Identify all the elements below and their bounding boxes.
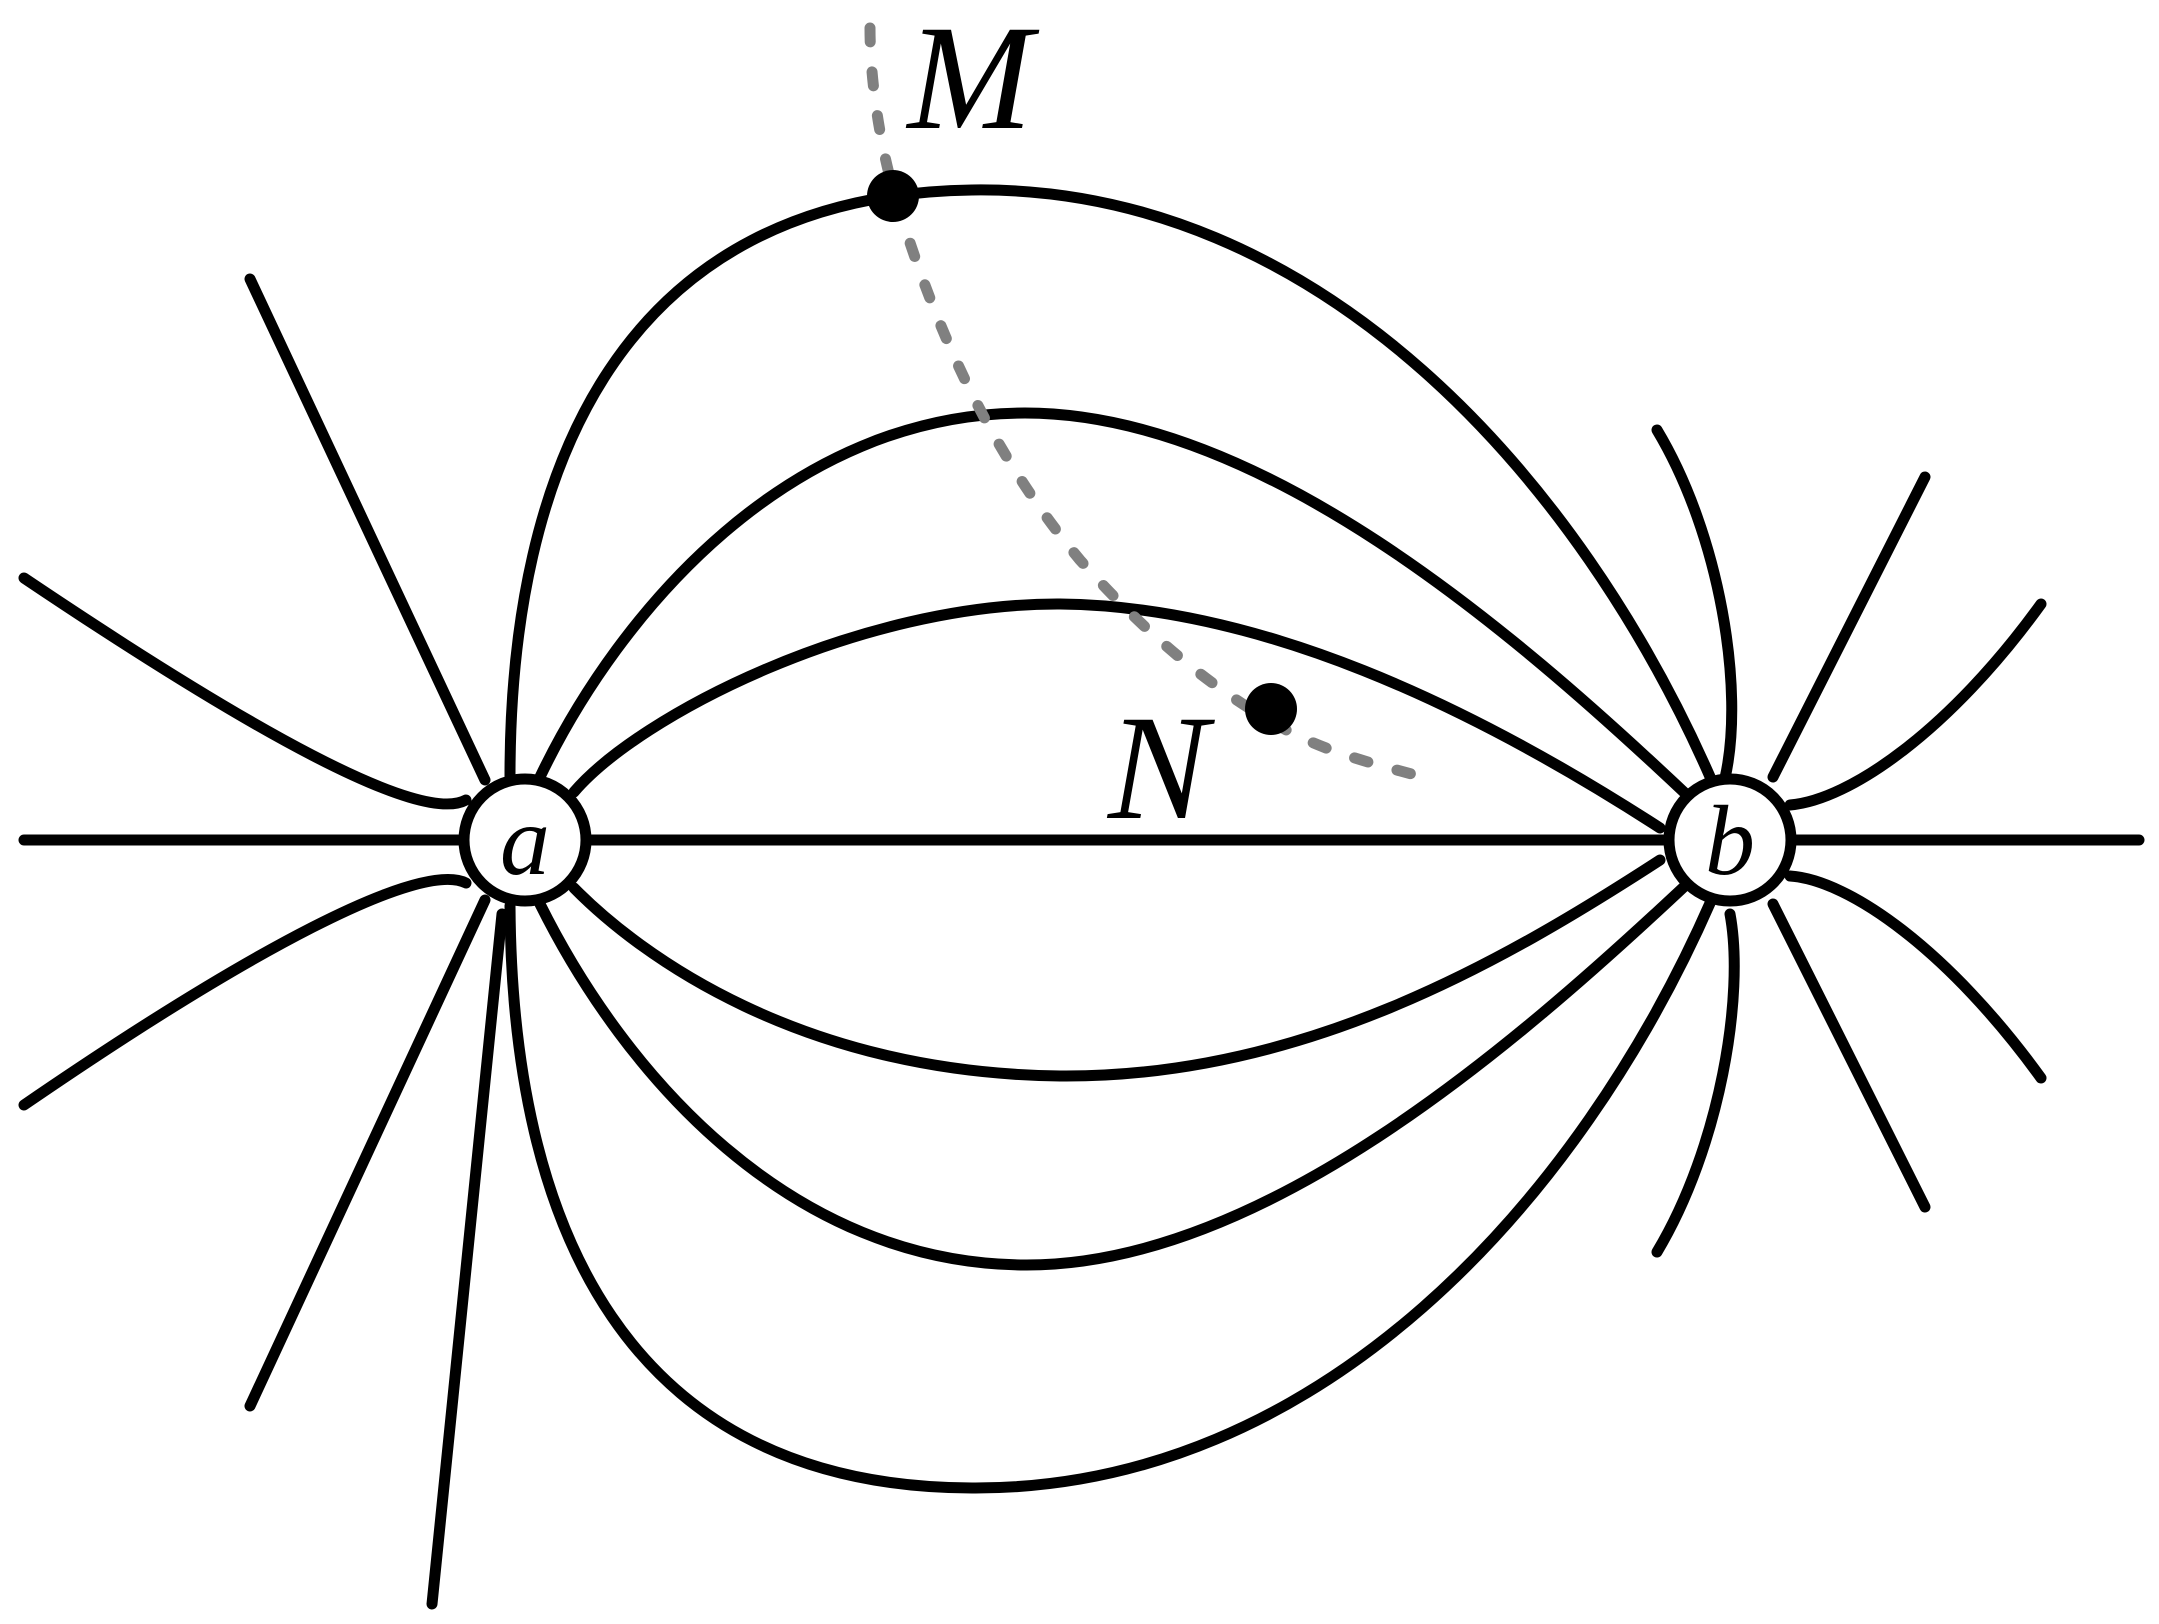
field-line-b-up-curved bbox=[1651, 424, 1738, 784]
field-line-b-down-curved bbox=[1651, 908, 1740, 1258]
point-n-dot bbox=[1245, 683, 1297, 735]
charge-b: b bbox=[1663, 773, 1797, 907]
field-line-b-up-shallow bbox=[1784, 598, 2047, 811]
point-n-label: N bbox=[1106, 685, 1215, 851]
field-line-upper-outer bbox=[504, 184, 1717, 785]
field-line-b-down-shallow bbox=[1784, 870, 2047, 1084]
charge-b-circle bbox=[1663, 773, 1797, 907]
field-line-upper-middle bbox=[534, 407, 1693, 801]
particle-trajectory bbox=[864, 22, 1443, 787]
connecting-field-lines bbox=[504, 184, 1717, 1494]
field-line-a-up-shallow bbox=[18, 572, 472, 810]
field-line-lower-middle bbox=[534, 878, 1693, 1271]
point-n: N bbox=[1106, 683, 1297, 851]
charge-a-label: a bbox=[500, 785, 550, 896]
field-line-b-up-straight bbox=[1767, 471, 1931, 783]
charge-a-outer-field-lines bbox=[18, 273, 508, 1610]
field-line-a-down-long bbox=[426, 908, 508, 1610]
charge-b-label: b bbox=[1705, 785, 1755, 896]
field-line-upper-inner bbox=[568, 598, 1666, 834]
point-m-label: M bbox=[906, 0, 1040, 161]
field-line-lower-inner bbox=[568, 854, 1666, 1082]
field-line-a-down-steep bbox=[244, 894, 491, 1412]
charge-b-outer-field-lines bbox=[1651, 424, 2145, 1258]
field-line-a-up-steep bbox=[244, 273, 491, 786]
field-line-lower-outer bbox=[504, 895, 1717, 1494]
charge-a-circle bbox=[458, 773, 592, 907]
field-line-a-down-shallow bbox=[18, 874, 472, 1111]
charge-a: a bbox=[458, 773, 592, 907]
point-m: M bbox=[867, 0, 1040, 222]
field-line-b-down-straight bbox=[1767, 898, 1931, 1213]
point-m-dot bbox=[867, 170, 919, 222]
